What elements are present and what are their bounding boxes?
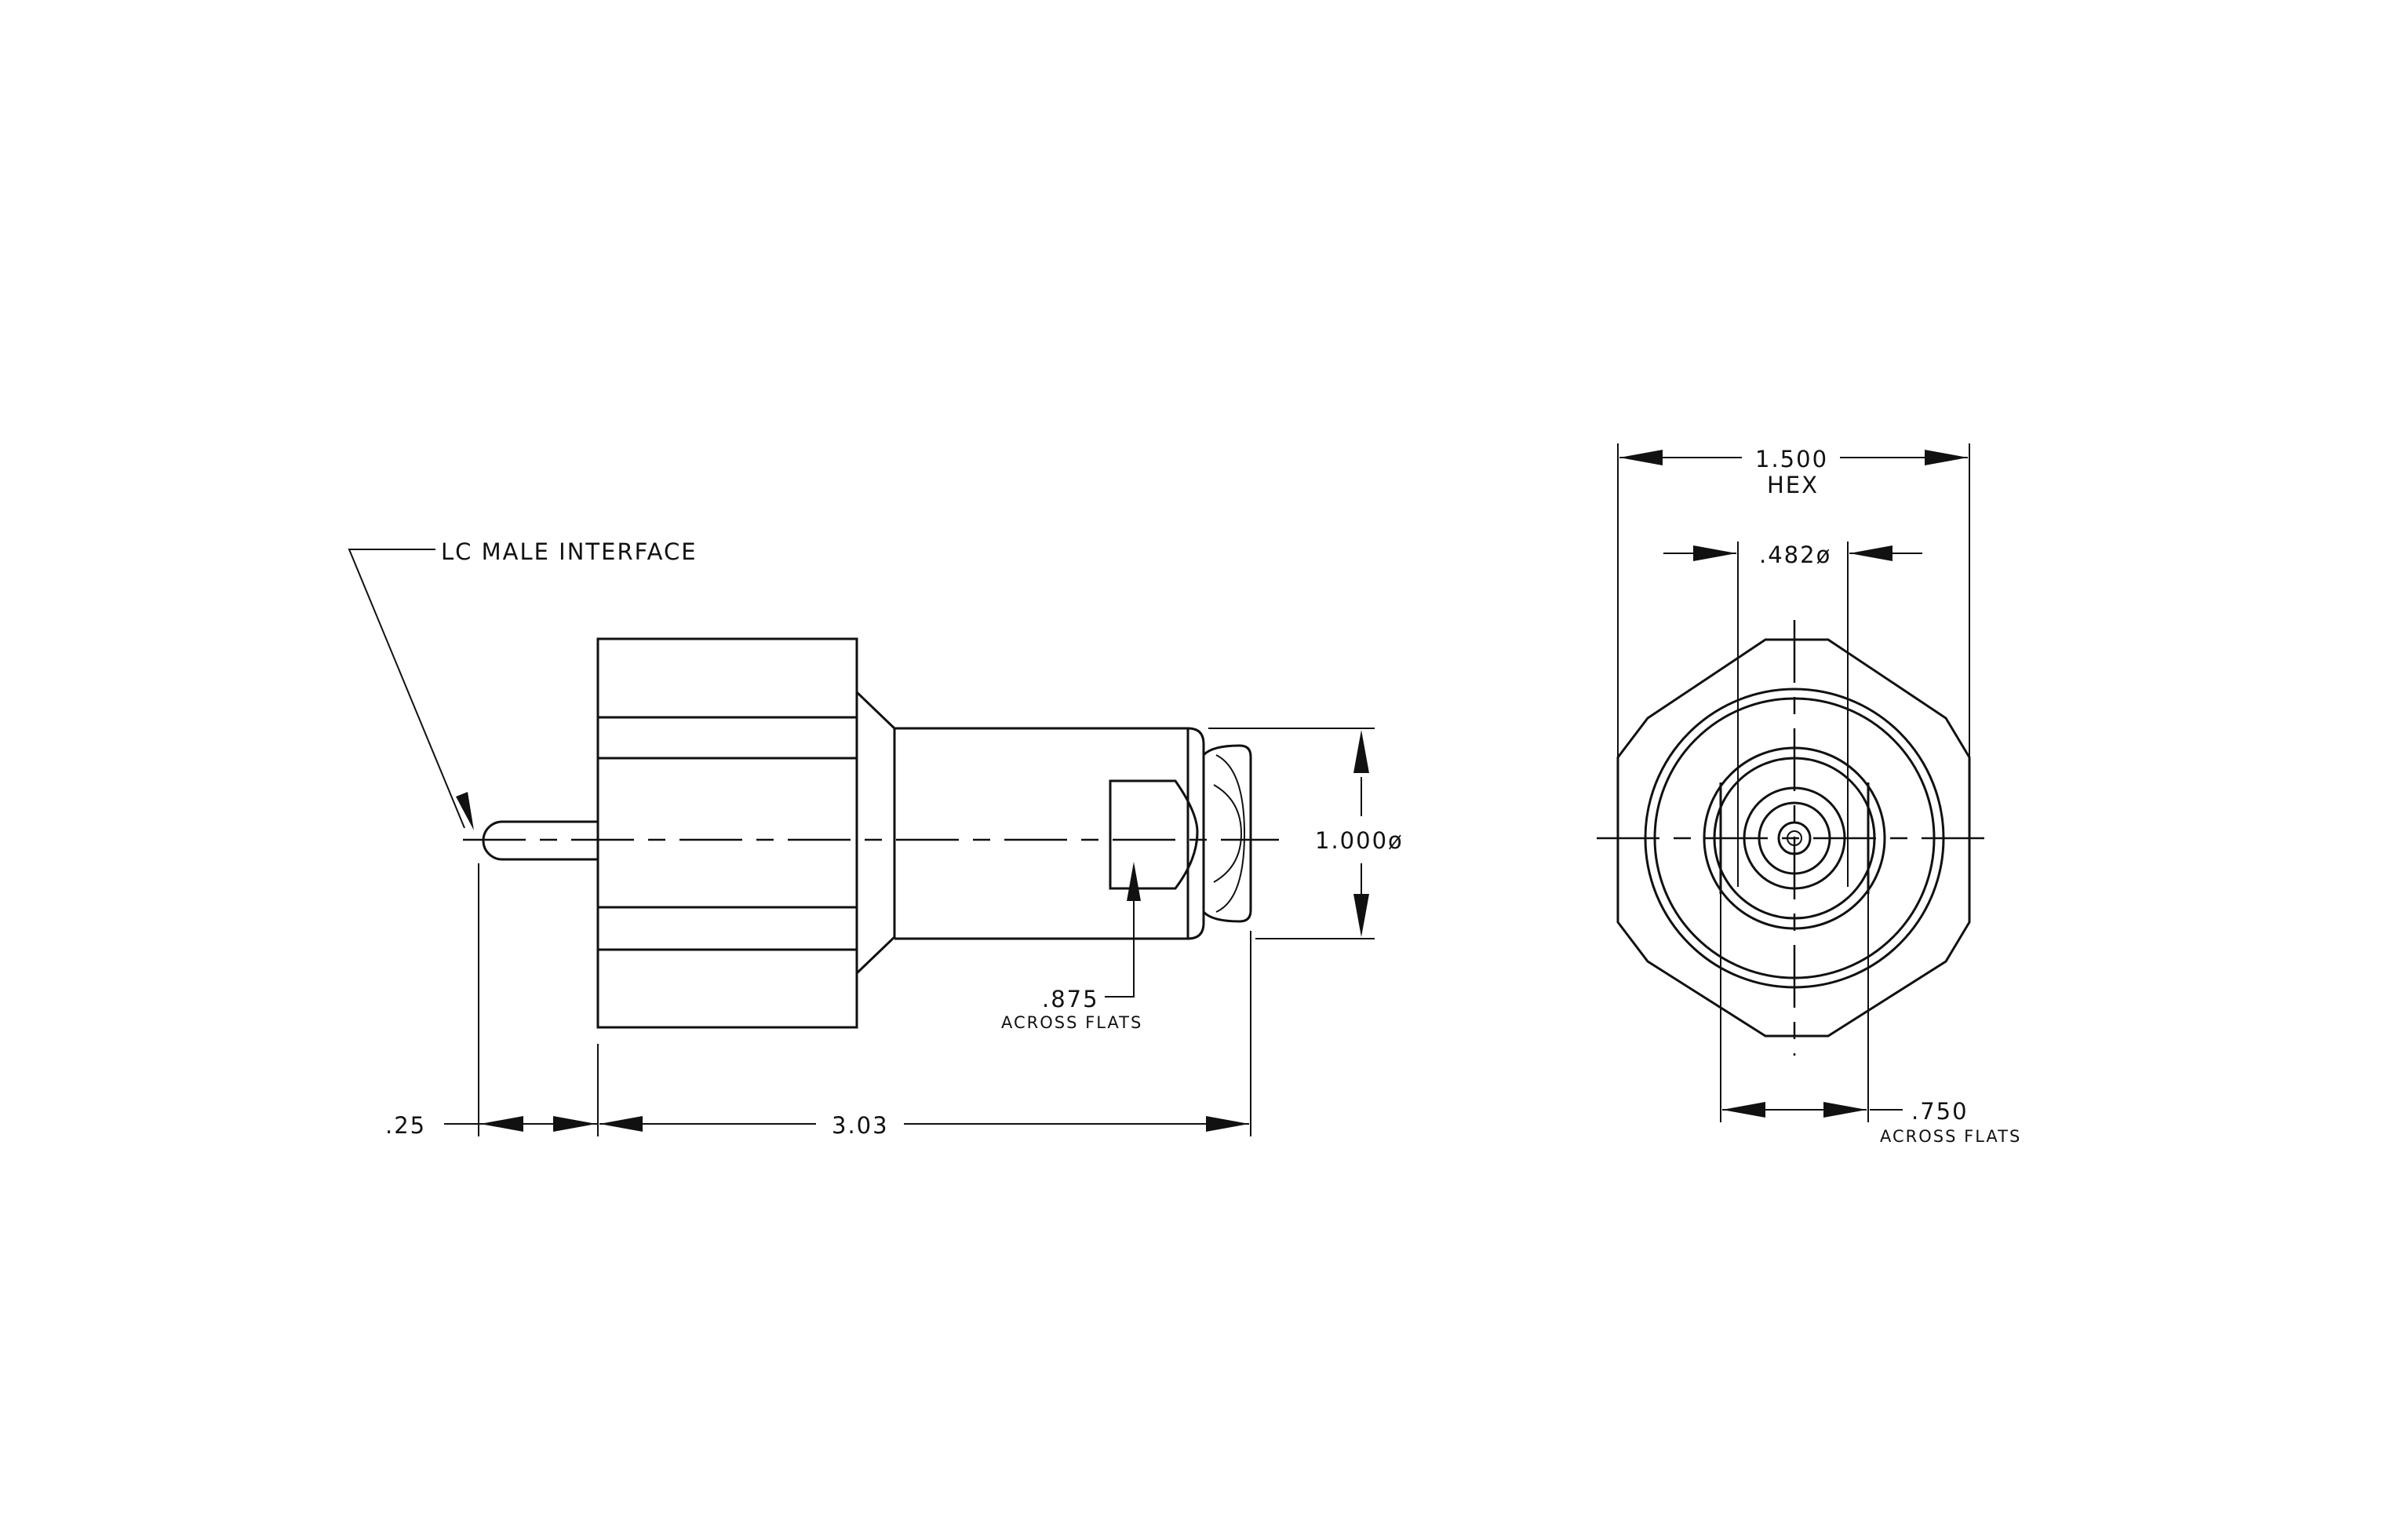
taper-section xyxy=(855,691,896,975)
bore-dimension-label: .482ø xyxy=(1759,542,1831,568)
hex-nut xyxy=(596,637,858,1029)
interface-callout-label: LC MALE INTERFACE xyxy=(441,538,698,565)
hex-dimension-note: HEX xyxy=(1767,472,1819,498)
face-flats-dimension xyxy=(1722,1102,1903,1118)
pin-length-dimension xyxy=(444,1116,598,1132)
bore-dimension xyxy=(1663,545,1922,561)
hex-dimension-label: 1.500 xyxy=(1755,446,1828,472)
hex-dimension xyxy=(1619,450,1968,465)
rear-flat xyxy=(1109,779,1199,890)
rear-flats-leader xyxy=(1105,862,1141,998)
rear-flats-note: ACROSS FLATS xyxy=(1001,1013,1142,1032)
overall-length-label: 3.03 xyxy=(832,1112,889,1139)
pin-length-label: .25 xyxy=(385,1112,426,1139)
body-diameter-label: 1.000ø xyxy=(1315,827,1404,854)
body-diameter-dimension xyxy=(1208,728,1375,939)
interface-callout-leader xyxy=(348,549,474,830)
overall-length-dimension xyxy=(599,1116,1249,1132)
face-flats-label: .750 xyxy=(1911,1098,1969,1125)
face-flats-note: ACROSS FLATS xyxy=(1880,1127,2021,1146)
side-view: LC MALE INTERFACE 1.000ø .875 ACROSS FLA… xyxy=(348,538,1404,1139)
end-cap xyxy=(1202,744,1252,923)
rear-barrel xyxy=(894,727,1205,940)
front-view: 1.500 HEX .482ø .750 ACROSS FLATS xyxy=(1597,443,2021,1146)
rear-flats-label: .875 xyxy=(1042,986,1099,1012)
